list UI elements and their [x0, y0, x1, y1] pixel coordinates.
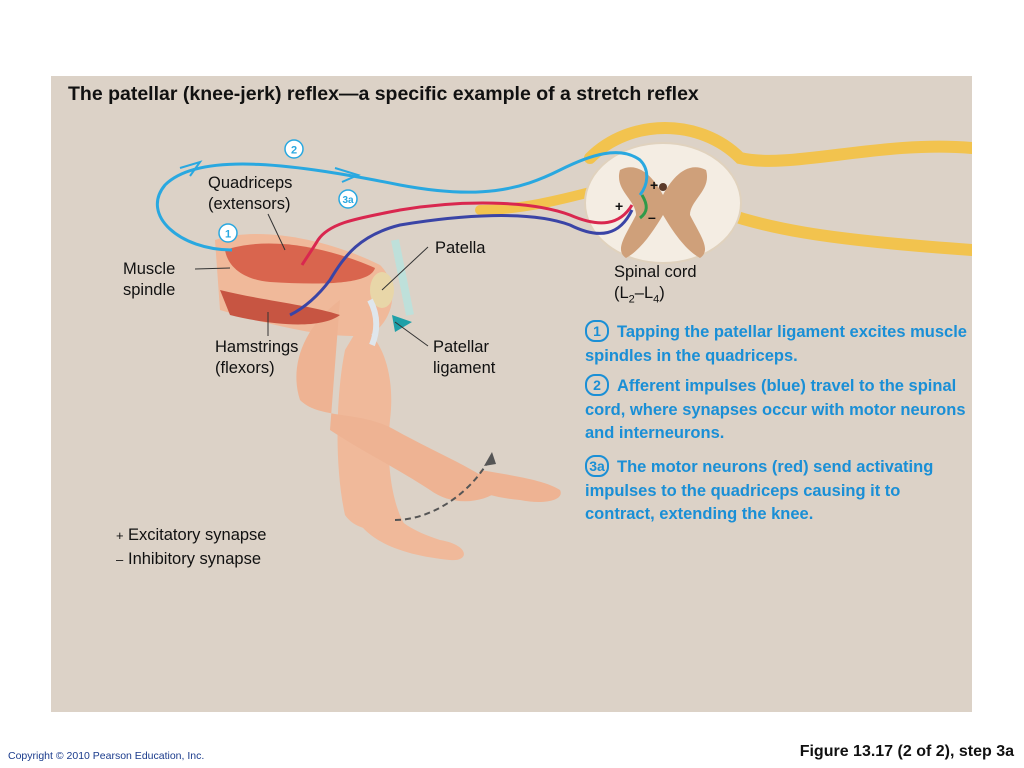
callout-patella — [381, 246, 429, 291]
synapse-minus: – — [648, 209, 656, 225]
afferent-arrow-2 — [334, 167, 361, 183]
step-3a-badge: 3a — [585, 455, 609, 477]
figure-title: The patellar (knee-jerk) reflex—a specif… — [68, 83, 699, 105]
step-2-text: Afferent impulses (blue) travel to the s… — [585, 377, 966, 442]
patellar-ligament-label: Patellar ligament — [433, 337, 495, 379]
segment-dash: –L — [634, 284, 654, 302]
marker-3a-circle — [338, 189, 358, 209]
marker-2-circle — [284, 139, 304, 159]
kick-arrowhead — [484, 452, 496, 466]
foot-front — [475, 470, 561, 502]
spinal-cord-line1: Spinal cord — [614, 263, 697, 281]
patellar-ligament-shape — [367, 298, 380, 347]
legend-inhibitory: –Inhibitory synapse — [116, 550, 261, 569]
step-1-badge: 1 — [585, 320, 609, 342]
foot-back — [350, 505, 464, 561]
legend-plus-symbol: + — [116, 528, 124, 543]
patellar-ligament-line1: Patellar — [433, 338, 489, 356]
spinal-nerve-upper — [584, 122, 972, 167]
hamstrings-muscle — [220, 290, 340, 325]
other-leg — [296, 300, 500, 502]
quadriceps-label: Quadriceps (extensors) — [208, 173, 292, 215]
patellar-ligament-line2: ligament — [433, 359, 496, 377]
marker-2: 2 — [291, 145, 297, 157]
step-3a-text: The motor neurons (red) send activating … — [585, 458, 934, 523]
hamstrings-label-line2: (flexors) — [215, 359, 275, 377]
callout-ligament — [394, 321, 429, 347]
figure-reference: Figure 13.17 (2 of 2), step 3a — [799, 743, 1014, 760]
hamstrings-label-line1: Hamstrings — [215, 338, 299, 356]
segment-close: ) — [659, 284, 665, 302]
gray-matter — [618, 167, 708, 258]
segment-sub2: 4 — [653, 293, 660, 306]
kick-motion-arrow — [394, 457, 491, 521]
afferent-arrow-1 — [179, 160, 203, 177]
marker-1-circle — [218, 223, 238, 243]
quadriceps-label-line1: Quadriceps — [208, 174, 293, 192]
copyright-notice: Copyright © 2010 Pearson Education, Inc. — [8, 750, 205, 762]
muscle-spindle-label: Muscle spindle — [123, 259, 175, 301]
legend-excitatory: + Excitatory synapse — [116, 526, 266, 545]
quadriceps-label-line2: (extensors) — [208, 195, 291, 213]
interneuron — [639, 194, 648, 220]
muscle-spindle-line1: Muscle — [123, 260, 176, 278]
spinal-cord-line2: (L2–L4) — [614, 283, 697, 310]
hammer-head — [392, 315, 412, 332]
step-2-badge: 2 — [585, 374, 609, 396]
spinal-cord-label: Spinal cord (L2–L4) — [614, 262, 697, 310]
afferent-neuron — [155, 151, 649, 252]
callout-spindle — [194, 267, 231, 270]
patella-label: Patella — [435, 239, 486, 257]
marker-1: 1 — [225, 229, 231, 241]
reflex-hammer — [391, 239, 414, 316]
quadriceps-muscle — [225, 243, 375, 284]
synapse-plus-2: + — [615, 198, 623, 214]
marker-3a: 3a — [342, 195, 354, 206]
legend-minus-symbol: – — [116, 552, 124, 567]
synapse-plus-1: + — [650, 177, 658, 193]
legend-inhibitory-text: Inhibitory synapse — [128, 550, 261, 568]
legend-excitatory-text: Excitatory synapse — [128, 526, 267, 544]
figure-panel: 2 3a 1 + + – — [51, 76, 972, 712]
hamstrings-label: Hamstrings (flexors) — [215, 337, 298, 379]
reflex-illustration: 2 3a 1 + + – — [155, 122, 972, 561]
callout-quadriceps — [267, 213, 286, 251]
segment-sub1: 2 — [628, 293, 635, 306]
muscle-spindle-line2: spindle — [123, 281, 176, 299]
segment-open: (L — [614, 284, 629, 302]
central-canal — [659, 183, 667, 191]
step-1-text: Tapping the patellar ligament excites mu… — [585, 323, 967, 365]
inhibitory-neuron — [289, 209, 634, 317]
motor-neuron — [300, 201, 634, 266]
